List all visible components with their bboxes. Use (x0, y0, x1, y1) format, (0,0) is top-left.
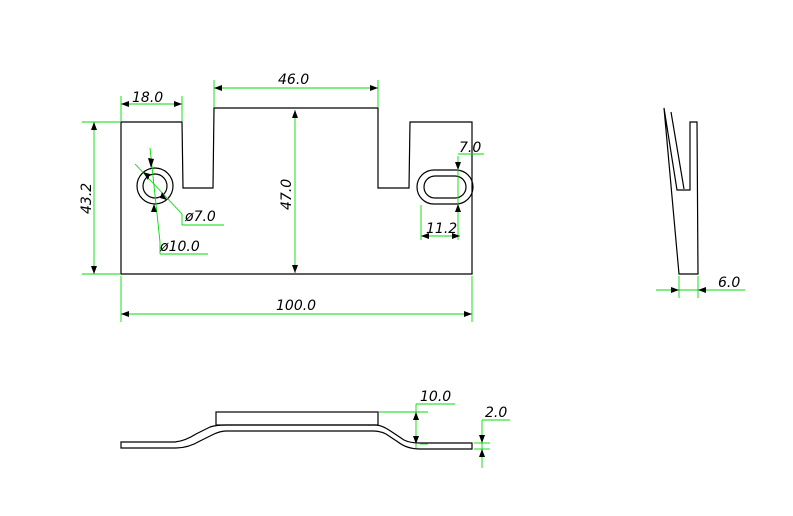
dim-100-text: 100.0 (276, 298, 316, 314)
dim-2-text: 2.0 (485, 405, 507, 421)
dim-hole-small-text: ø7.0 (184, 209, 216, 225)
dim-10-text: 10.0 (420, 389, 451, 405)
dim-18-text: 18.0 (132, 90, 163, 106)
dim-43-2-text: 43.2 (79, 183, 95, 214)
side-view-dimensions: 6.0 (656, 275, 745, 298)
side-profile (663, 107, 699, 275)
front-view (120, 411, 473, 450)
dim-47-text: 47.0 (279, 179, 295, 210)
dim-6-text: 6.0 (718, 275, 740, 291)
slot-inner (423, 175, 467, 199)
front-raised-top (215, 411, 379, 426)
front-profile (120, 424, 473, 450)
dim-7-text: 7.0 (459, 140, 481, 156)
dim-hole-large-text: ø10.0 (159, 239, 200, 255)
dim-11-2-text: 11.2 (426, 221, 457, 237)
top-view-dimensions: 18.0 46.0 43.2 47.0 7.0 11.2 ø7.0 ø10.0 (79, 72, 484, 322)
hole-outer-circle (136, 167, 174, 205)
top-view (120, 107, 474, 275)
plate-outline (120, 107, 473, 275)
slot-outer (416, 169, 474, 205)
front-view-dimensions: 10.0 2.0 (379, 389, 510, 468)
dim-46-text: 46.0 (278, 72, 309, 88)
side-view (663, 107, 699, 275)
